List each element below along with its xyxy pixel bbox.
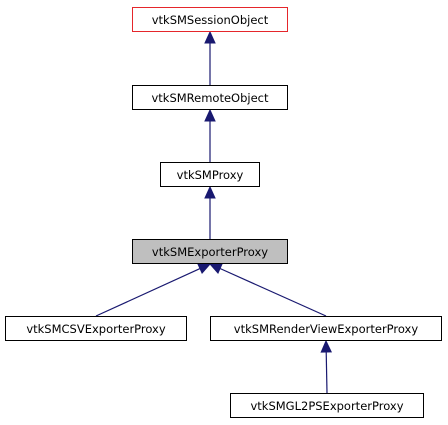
arrowhead-icon <box>204 30 216 44</box>
node-vtksmcsvexporterproxy[interactable]: vtkSMCSVExporterProxy <box>5 316 187 341</box>
arrowhead-icon <box>204 185 216 199</box>
edge-render-to-exporter <box>219 267 327 317</box>
edge-csv-to-exporter <box>95 268 201 317</box>
node-label: vtkSMCSVExporterProxy <box>26 321 166 336</box>
node-vtksmproxy[interactable]: vtkSMProxy <box>160 162 260 187</box>
node-label: vtkSMRenderViewExporterProxy <box>233 321 419 336</box>
node-label: vtkSMSessionObject <box>151 12 269 27</box>
node-label: vtkSMRemoteObject <box>151 90 269 105</box>
node-label: vtkSMGL2PSExporterProxy <box>250 398 404 413</box>
arrowhead-icon <box>320 339 332 353</box>
node-vtksmremoteobject[interactable]: vtkSMRemoteObject <box>132 85 288 110</box>
node-label: vtkSMProxy <box>176 167 244 182</box>
arrowhead-icon <box>197 263 212 275</box>
node-vtksmsessionobject[interactable]: vtkSMSessionObject <box>132 7 288 32</box>
node-label: vtkSMExporterProxy <box>151 244 269 259</box>
node-vtksmexporterproxy: vtkSMExporterProxy <box>132 239 288 264</box>
arrowhead-icon <box>204 108 216 122</box>
arrowhead-icon <box>208 263 223 274</box>
edge-gl2ps-to-render <box>325 351 328 394</box>
node-vtksmgl2psexporterproxy[interactable]: vtkSMGL2PSExporterProxy <box>230 393 424 418</box>
node-vtksmrenderviewexporterproxy[interactable]: vtkSMRenderViewExporterProxy <box>210 316 442 341</box>
